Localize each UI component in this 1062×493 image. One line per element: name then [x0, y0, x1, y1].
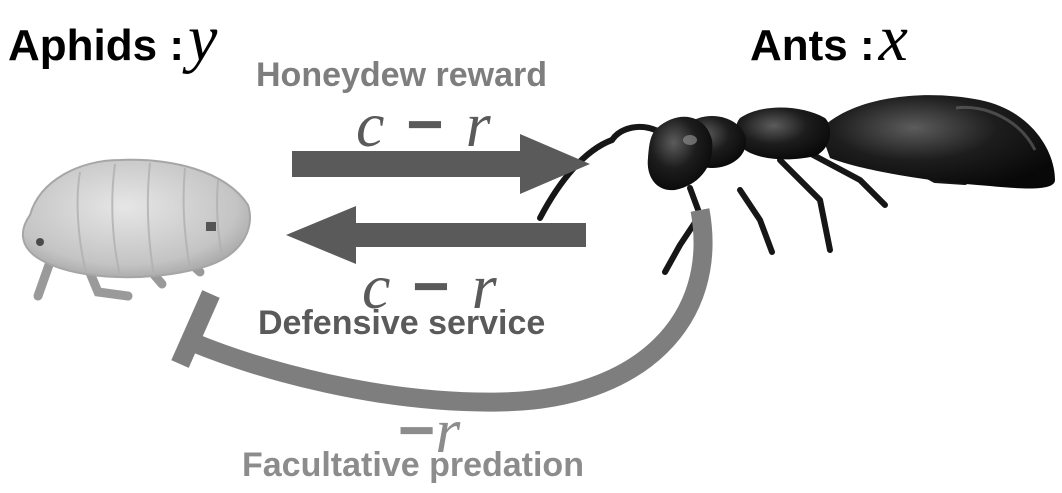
- predation-r: r: [435, 395, 461, 466]
- defense-formula: c − r: [362, 254, 497, 319]
- ant-icon: [537, 95, 1055, 275]
- ants-label-text: Ants :: [750, 21, 875, 70]
- defense-minus: −: [412, 250, 450, 322]
- honeydew-arrow: [292, 134, 590, 194]
- aphids-label: Aphids :y: [8, 6, 217, 72]
- predation-inhibition-arrow: [171, 208, 713, 412]
- honeydew-r: r: [465, 89, 491, 160]
- predation-formula: −r: [398, 398, 460, 463]
- predation-title: Facultative predation: [242, 446, 584, 484]
- aphid-icon: [22, 158, 251, 301]
- ants-label: Ants :x: [750, 6, 908, 72]
- defense-c: c: [362, 251, 391, 322]
- honeydew-formula: c − r: [356, 92, 491, 157]
- aphids-label-text: Aphids :: [8, 21, 184, 70]
- ants-variable: x: [878, 2, 908, 75]
- defense-r: r: [471, 251, 497, 322]
- honeydew-minus: −: [406, 88, 444, 160]
- aphids-variable: y: [187, 2, 218, 75]
- defense-title: Defensive service: [258, 304, 546, 342]
- honeydew-title: Honeydew reward: [256, 56, 547, 94]
- honeydew-c: c: [356, 89, 385, 160]
- predation-minus: −: [398, 394, 436, 466]
- defense-arrow: [286, 206, 586, 264]
